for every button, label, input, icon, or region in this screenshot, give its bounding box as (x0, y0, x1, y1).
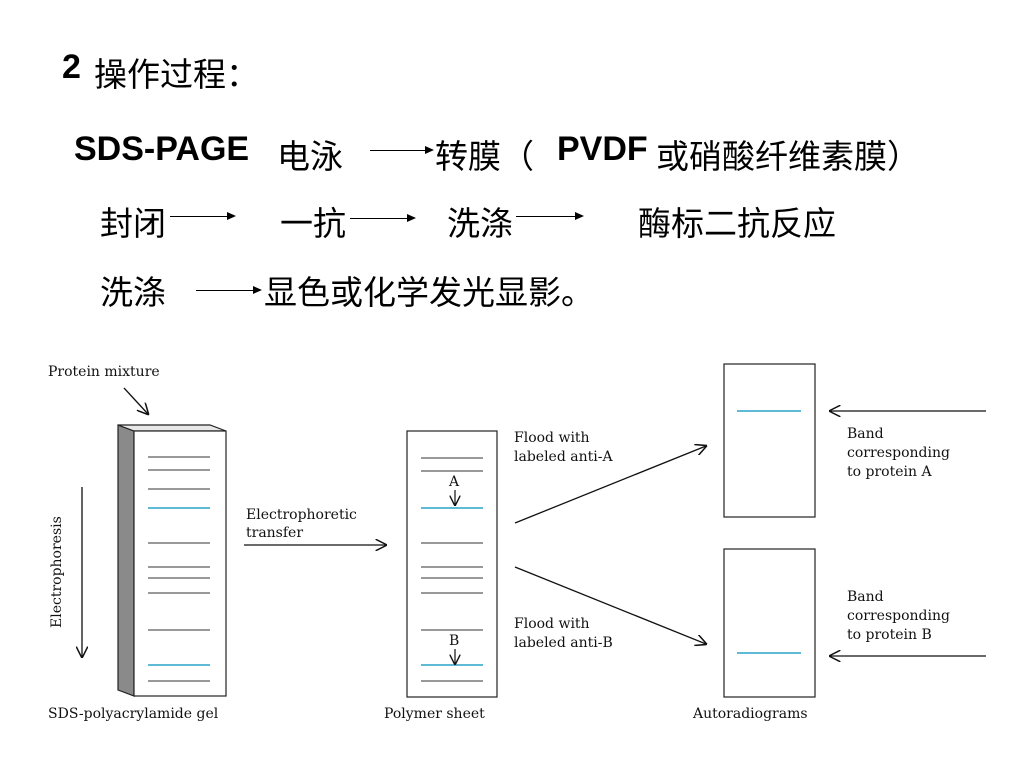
arrow-icon (170, 212, 236, 220)
flood-a-arrow (514, 446, 706, 524)
marker-a-label: A (448, 474, 460, 490)
step-wash-2: 洗涤 (100, 273, 166, 312)
flood-b-line1: Flood with (514, 616, 590, 632)
arrow-icon (196, 286, 262, 294)
heading-text: 操作过程： (94, 55, 259, 94)
flood-b-arrow (514, 566, 706, 644)
arrow-icon (350, 214, 416, 222)
sheet-caption: Polymer sheet (384, 706, 485, 722)
step-wash: 洗涤 (447, 204, 513, 243)
transfer-label-line2: transfer (246, 525, 303, 541)
band-b-line2: corresponding (847, 608, 950, 624)
marker-b-label: B (449, 633, 459, 649)
transfer-label-line1: Electrophoretic (246, 507, 357, 523)
sheet-bands (421, 457, 483, 682)
band-a-line1: Band (847, 426, 884, 442)
protein-mixture-label: Protein mixture (48, 364, 160, 380)
band-a-line2: corresponding (847, 445, 950, 461)
step-transfer: 转膜（ (435, 137, 534, 176)
band-a-line3: to protein A (847, 464, 932, 480)
polymer-sheet (406, 430, 498, 698)
autoradiogram-b (723, 548, 816, 698)
band-b-line1: Band (847, 589, 884, 605)
auto-caption: Autoradiograms (692, 706, 808, 722)
arrow-icon (370, 146, 434, 154)
step-block: 封闭 (100, 204, 166, 243)
step-develop: 显色或化学发光显影。 (264, 273, 594, 312)
step-electrophoresis: 电泳 (277, 137, 343, 176)
western-blot-diagram: Protein mixture Electrophoresis SDS-poly… (48, 363, 986, 722)
gel-bands (148, 456, 210, 682)
step-sds-page: SDS-PAGE (74, 130, 250, 168)
electrophoresis-label: Electrophoresis (49, 516, 65, 628)
step-primary: 一抗 (280, 204, 346, 243)
sds-gel (117, 424, 227, 697)
mixture-arrow (123, 387, 148, 414)
band-b-line3: to protein B (847, 627, 932, 643)
flood-a-line2: labeled anti-A (514, 449, 613, 465)
step-membrane: 或硝酸纤维素膜） (656, 137, 920, 176)
flood-b-line2: labeled anti-B (514, 635, 613, 651)
heading-number: 2 (62, 48, 81, 86)
gel-caption: SDS-polyacrylamide gel (48, 706, 219, 722)
flood-a-line1: Flood with (514, 430, 590, 446)
step-pvdf: PVDF (557, 130, 648, 168)
step-secondary: 酶标二抗反应 (638, 204, 836, 243)
arrow-icon (516, 212, 584, 220)
autoradiogram-a (723, 363, 816, 518)
